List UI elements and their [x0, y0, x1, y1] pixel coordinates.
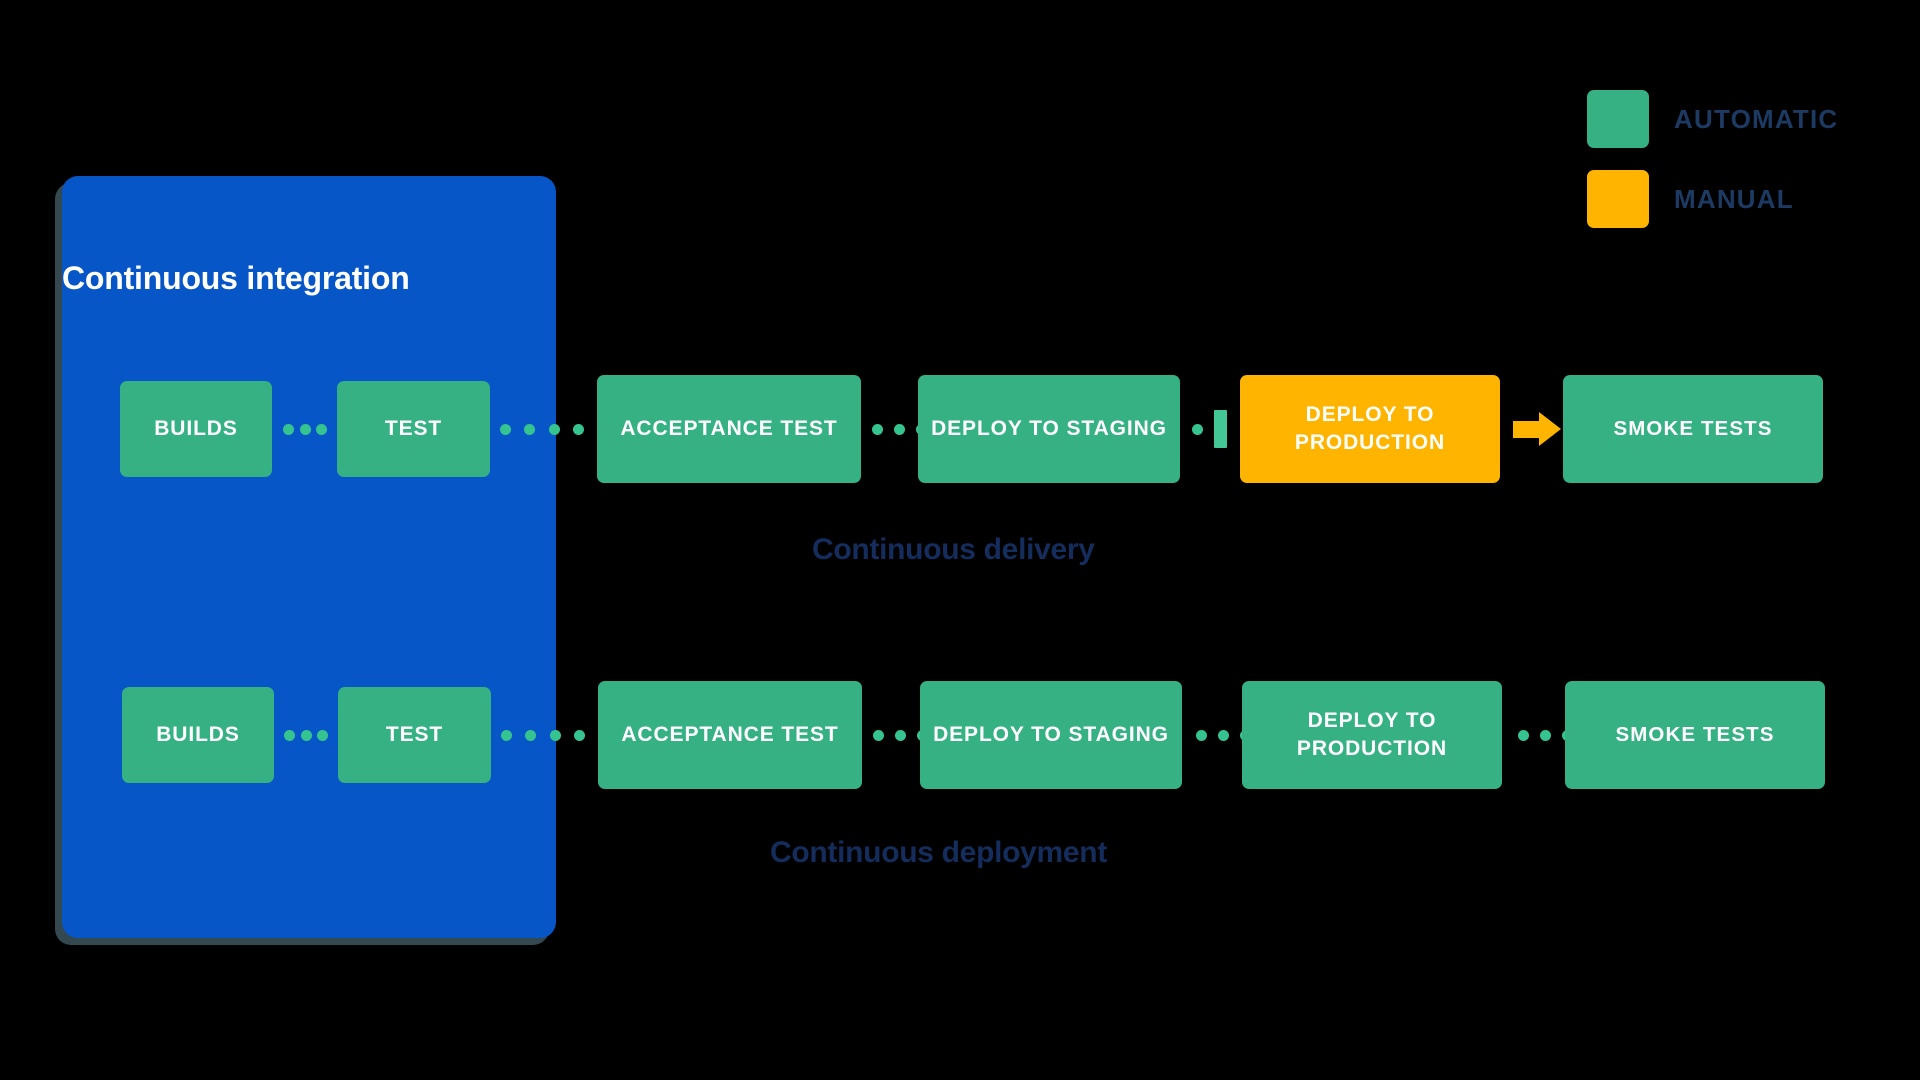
connector-dot — [572, 424, 584, 435]
stage-test-deployment[interactable]: TEST — [338, 687, 491, 783]
stage-deploy-to-staging-deployment[interactable]: DEPLOY TO STAGING — [920, 681, 1182, 789]
legend-swatch-manual — [1587, 170, 1649, 228]
legend: AUTOMATIC MANUAL — [1587, 90, 1838, 250]
stage-label: DEPLOY TO STAGING — [933, 723, 1169, 747]
stage-test-delivery[interactable]: TEST — [337, 381, 490, 477]
connector-manual-gate-delivery — [1192, 410, 1227, 448]
connector-dot — [284, 730, 295, 741]
manual-gate-bar — [1214, 410, 1227, 448]
connector-dot — [1218, 730, 1229, 741]
connector-dot — [501, 730, 512, 741]
stage-acceptance-test-deployment[interactable]: ACCEPTANCE TEST — [598, 681, 862, 789]
stage-label: DEPLOY TO STAGING — [931, 417, 1167, 441]
connector-dot — [525, 730, 537, 741]
connector-dot — [317, 730, 328, 741]
connector-dot — [549, 730, 561, 741]
continuous-integration-title: Continuous integration — [62, 260, 410, 296]
stage-label: SMOKE TESTS — [1615, 723, 1775, 747]
connector-builds-to-test-delivery — [283, 424, 327, 435]
connector-dot — [299, 424, 311, 435]
stage-label: TEST — [384, 417, 443, 441]
arrow-shaft — [1513, 420, 1539, 438]
connector-dot — [548, 424, 560, 435]
connector-builds-to-test-deployment — [284, 730, 328, 741]
arrow-head-icon — [1539, 412, 1561, 446]
stage-deploy-to-staging-delivery[interactable]: DEPLOY TO STAGING — [918, 375, 1180, 483]
connector-dot — [894, 424, 905, 435]
connector-dot — [316, 424, 327, 435]
legend-item-automatic: AUTOMATIC — [1587, 90, 1838, 148]
stage-acceptance-test-delivery[interactable]: ACCEPTANCE TEST — [597, 375, 861, 483]
stage-label: SMOKE TESTS — [1613, 417, 1773, 441]
connector-dot — [1192, 423, 1203, 435]
stage-label: BUILDS — [156, 723, 240, 747]
continuous-integration-panel — [62, 176, 556, 938]
connector-dot — [1196, 730, 1207, 741]
connector-dot — [524, 424, 536, 435]
stage-label: DEPLOY TO PRODUCTION — [1296, 709, 1448, 760]
connector-dot — [300, 730, 312, 741]
stage-smoke-tests-deployment[interactable]: SMOKE TESTS — [1565, 681, 1825, 789]
connector-arrow-production-to-smoke-delivery — [1513, 412, 1561, 446]
connector-dot — [283, 424, 294, 435]
legend-label-automatic: AUTOMATIC — [1674, 103, 1839, 134]
connector-dot — [500, 424, 511, 435]
connector-test-to-acceptance-delivery — [500, 424, 584, 435]
legend-item-manual: MANUAL — [1587, 170, 1838, 228]
connector-dot — [1540, 730, 1551, 741]
connector-dot — [1518, 730, 1529, 741]
stage-deploy-to-production-delivery[interactable]: DEPLOY TO PRODUCTION — [1240, 375, 1500, 483]
stage-label: ACCEPTANCE TEST — [620, 417, 838, 441]
legend-label-manual: MANUAL — [1674, 183, 1794, 214]
stage-label: TEST — [385, 723, 444, 747]
connector-dot — [873, 730, 884, 741]
connector-dot — [573, 730, 585, 741]
legend-swatch-automatic — [1587, 90, 1649, 148]
caption-continuous-deployment: Continuous deployment — [770, 836, 1108, 869]
connector-dot — [872, 424, 883, 435]
stage-smoke-tests-delivery[interactable]: SMOKE TESTS — [1563, 375, 1823, 483]
stage-label: ACCEPTANCE TEST — [621, 723, 839, 747]
stage-builds-deployment[interactable]: BUILDS — [122, 687, 274, 783]
connector-dot — [895, 730, 906, 741]
stage-builds-delivery[interactable]: BUILDS — [120, 381, 272, 477]
caption-continuous-delivery: Continuous delivery — [812, 533, 1095, 566]
stage-label: BUILDS — [154, 417, 238, 441]
connector-test-to-acceptance-deployment — [501, 730, 585, 741]
stage-label: DEPLOY TO PRODUCTION — [1294, 403, 1446, 454]
stage-deploy-to-production-deployment[interactable]: DEPLOY TO PRODUCTION — [1242, 681, 1502, 789]
